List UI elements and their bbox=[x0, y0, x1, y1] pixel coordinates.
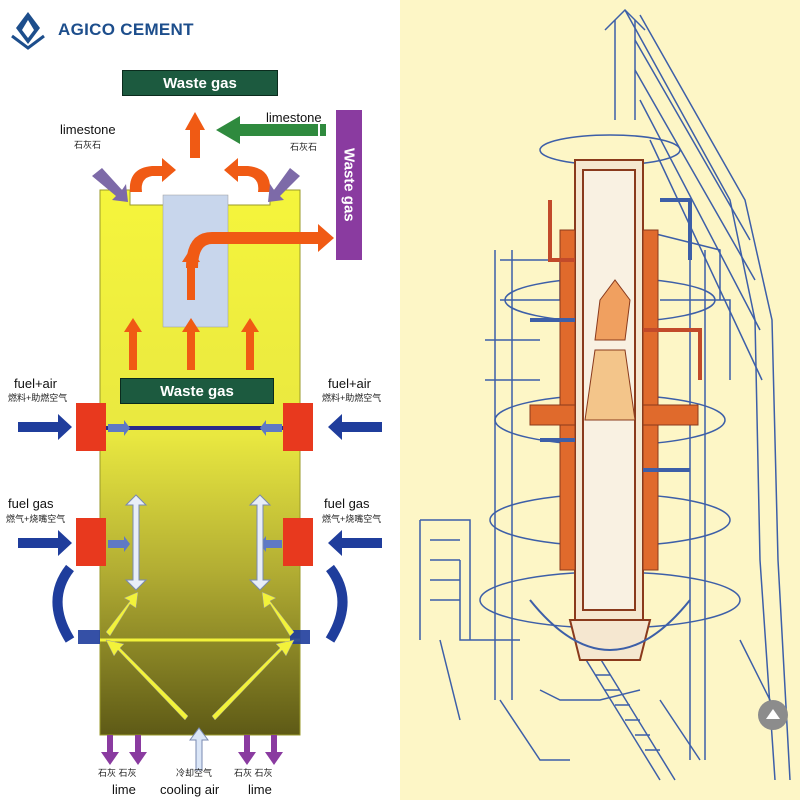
limestone-right-cn: 石灰石 bbox=[290, 142, 318, 152]
brand-header bbox=[8, 8, 198, 54]
waste-gas-top-label: Waste gas bbox=[163, 74, 237, 92]
burner-right-lower bbox=[283, 518, 313, 566]
burner-left-upper bbox=[76, 403, 106, 451]
scroll-up-button[interactable] bbox=[758, 700, 788, 730]
limestone-left-label: limestone bbox=[60, 122, 116, 137]
cooling-air-label: cooling air bbox=[160, 782, 220, 797]
lime-kiln-process-diagram bbox=[18, 112, 382, 771]
fuel-air-right-cn: 燃料+助燃空气 bbox=[322, 393, 382, 403]
fuel-gas-left-label: fuel gas bbox=[8, 496, 54, 511]
waste-gas-side-label: Waste gas bbox=[340, 148, 358, 222]
chevron-up-icon bbox=[766, 709, 780, 719]
burner-right-upper bbox=[283, 403, 313, 451]
limestone-green-arrow bbox=[216, 116, 318, 144]
cooling-air-arrow bbox=[189, 727, 209, 771]
waste-gas-top-box: Waste gas bbox=[122, 70, 278, 96]
fuel-air-left-label: fuel+air bbox=[14, 376, 57, 391]
fuel-gas-right-label: fuel gas bbox=[324, 496, 370, 511]
orange-bend-arrow bbox=[186, 224, 334, 268]
limestone-left-cn: 石灰石 bbox=[74, 140, 102, 150]
recirculation-left bbox=[52, 564, 75, 643]
waste-gas-mid-label: Waste gas bbox=[160, 382, 234, 400]
fuel-air-right-label: fuel+air bbox=[328, 376, 371, 391]
burner-left-lower bbox=[76, 518, 106, 566]
cooling-air-cn: 冷却空气 bbox=[176, 768, 213, 778]
kiln-cutaway-illustration bbox=[400, 0, 800, 800]
fuel-air-left-cn: 燃料+助燃空气 bbox=[8, 393, 68, 403]
lime-left-label: lime bbox=[112, 782, 136, 797]
fuel-gas-right-cn: 燃气+烧嘴空气 bbox=[322, 514, 382, 524]
limestone-right-label: limestone bbox=[266, 110, 322, 125]
lime-right-label: lime bbox=[248, 782, 272, 797]
kiln-cutaway-drawing bbox=[419, 8, 791, 781]
cement-drop-icon bbox=[11, 12, 45, 50]
lime-right-cn: 石灰 石灰 bbox=[234, 768, 273, 778]
waste-gas-side-box: Waste gas bbox=[336, 110, 362, 260]
recirculation-right bbox=[325, 564, 348, 643]
fuel-gas-left-cn: 燃气+烧嘴空气 bbox=[6, 514, 66, 524]
lime-left-cn: 石灰 石灰 bbox=[98, 768, 137, 778]
brand-name: AGICO CEMENT bbox=[58, 20, 194, 39]
blue-arrow-group bbox=[18, 414, 382, 644]
waste-gas-mid-box: Waste gas bbox=[120, 378, 274, 404]
